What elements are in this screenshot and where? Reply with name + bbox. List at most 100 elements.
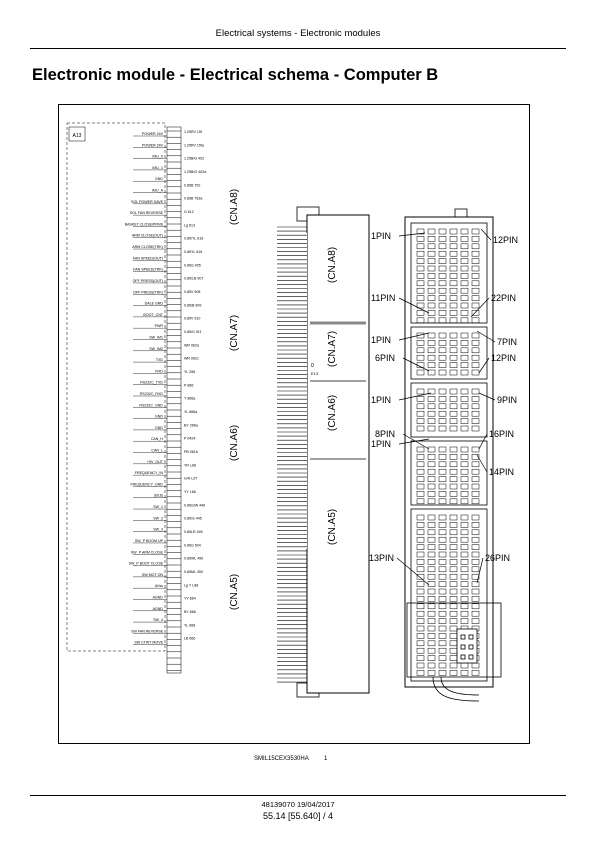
wire-label: LB 666 [184, 637, 195, 641]
pin-cavity [460, 544, 469, 550]
pin-cavity [427, 310, 436, 316]
pin-cavity [416, 498, 425, 505]
pin-cavity [471, 588, 480, 595]
wire-label: PB 0616 [184, 450, 198, 454]
figure-number: 1 [324, 756, 328, 762]
pin-cavity [416, 265, 425, 272]
signal-label: FREQUENCY_GND [130, 482, 163, 486]
pin-cavity [449, 566, 458, 573]
pin-cavity [427, 396, 436, 402]
pin-cavity [449, 468, 458, 475]
pin-cavity [438, 573, 447, 580]
pin-cavity [438, 287, 447, 294]
wire-label: 1.25B/G 402 [184, 157, 204, 161]
pin-cavity [427, 403, 436, 410]
pin-cavity [449, 544, 458, 550]
wire-label: P 0424 [184, 437, 195, 441]
wire-label: WR 062a [184, 343, 199, 347]
pin-cavity [427, 483, 436, 490]
signal-label: GND [155, 415, 163, 419]
pin-leader [478, 392, 496, 401]
pin-cavity [427, 625, 436, 632]
pin-cavity [438, 596, 447, 602]
pin-cavity [449, 588, 458, 595]
pin-cavity [471, 332, 480, 339]
pin-cavity [460, 287, 469, 294]
module-connector-a5: (CN.A5) [327, 509, 338, 545]
pin-cavity [427, 670, 436, 676]
pin-cavity [416, 491, 425, 497]
pin-cavity [460, 418, 469, 424]
pin-cavity [427, 596, 436, 602]
pin-cavity [449, 302, 458, 309]
signal-label: PWR [155, 324, 164, 328]
pin-cavity [460, 310, 469, 316]
pin-cavity [460, 551, 469, 558]
pin-cavity [471, 302, 480, 309]
pin-cavity [449, 476, 458, 482]
pin-cavity [427, 295, 436, 301]
pin-cavity [416, 596, 425, 602]
signal-label: FREQUENCY_IN [135, 471, 164, 475]
pin-cavity [449, 573, 458, 580]
pin-cavity [471, 236, 480, 242]
signal-label: SW_4 [153, 618, 163, 622]
pin-cavity [427, 536, 436, 543]
module-mark-0: 0 [311, 363, 314, 369]
pin-cavity [438, 655, 447, 661]
pin-cavity [449, 618, 458, 624]
signal-label: SW FAN REVERSE [131, 629, 164, 633]
pin-cavity [460, 514, 469, 521]
pin-leader [398, 392, 432, 401]
pin-cavity [416, 354, 425, 361]
wire-label: P 866 [184, 383, 193, 387]
signal-label: SW_2 [153, 516, 163, 520]
module-connector-a7: (CN.A7) [327, 331, 338, 367]
wire-label: YL 668 [184, 623, 195, 627]
pin-cavity [427, 354, 436, 361]
pin-cavity [416, 610, 425, 617]
pin-cavity [416, 544, 425, 550]
pin-cavity [427, 468, 436, 475]
pin-cavity [471, 461, 480, 468]
pin-cavity [449, 354, 458, 361]
pin-cavity [460, 425, 469, 432]
pin-cavity [460, 258, 469, 264]
wire-label: 0.85ML 450 [184, 570, 203, 574]
wire-label: 0.85/LB 907 [184, 277, 203, 281]
signal-label: OFF PRESS(OUT) [133, 279, 163, 283]
pin-cavity [471, 522, 480, 528]
pin-cavity [416, 581, 425, 587]
pin-cavity [438, 280, 447, 287]
pin-cavity [427, 265, 436, 272]
pin-cavity [427, 388, 436, 395]
pin-label: 22PIN [491, 293, 516, 303]
pin-cavity [449, 243, 458, 250]
pin-cavity [438, 418, 447, 424]
pin-cavity [438, 369, 447, 376]
pin-cavity [471, 596, 480, 602]
pin-cavity [449, 425, 458, 432]
pin-cavity [427, 610, 436, 617]
signal-label: BASKET CLOSE/PRNS [125, 222, 164, 226]
pin-cavity [427, 498, 436, 505]
pin-cavity [460, 228, 469, 235]
pin-cavity [460, 536, 469, 543]
pin-cavity [460, 566, 469, 573]
pin-cavity [438, 295, 447, 301]
wire-label: 0.85YL 616 [184, 250, 202, 254]
pin-cavity [438, 559, 447, 565]
pin-cavity [460, 670, 469, 676]
pin-cavity [438, 362, 447, 368]
wire-label: 1.25RV 15f [184, 130, 202, 134]
pin-cavity [449, 596, 458, 602]
wire-label: 0.85/G 911 [184, 330, 202, 334]
pin-cavity [471, 410, 480, 417]
wire-label: BY 266a [184, 423, 198, 427]
pin-cavity [438, 461, 447, 468]
pin-cavity [449, 396, 458, 402]
pin-cavity [416, 369, 425, 376]
module-housing [296, 206, 370, 698]
pin-cavity [449, 603, 458, 610]
